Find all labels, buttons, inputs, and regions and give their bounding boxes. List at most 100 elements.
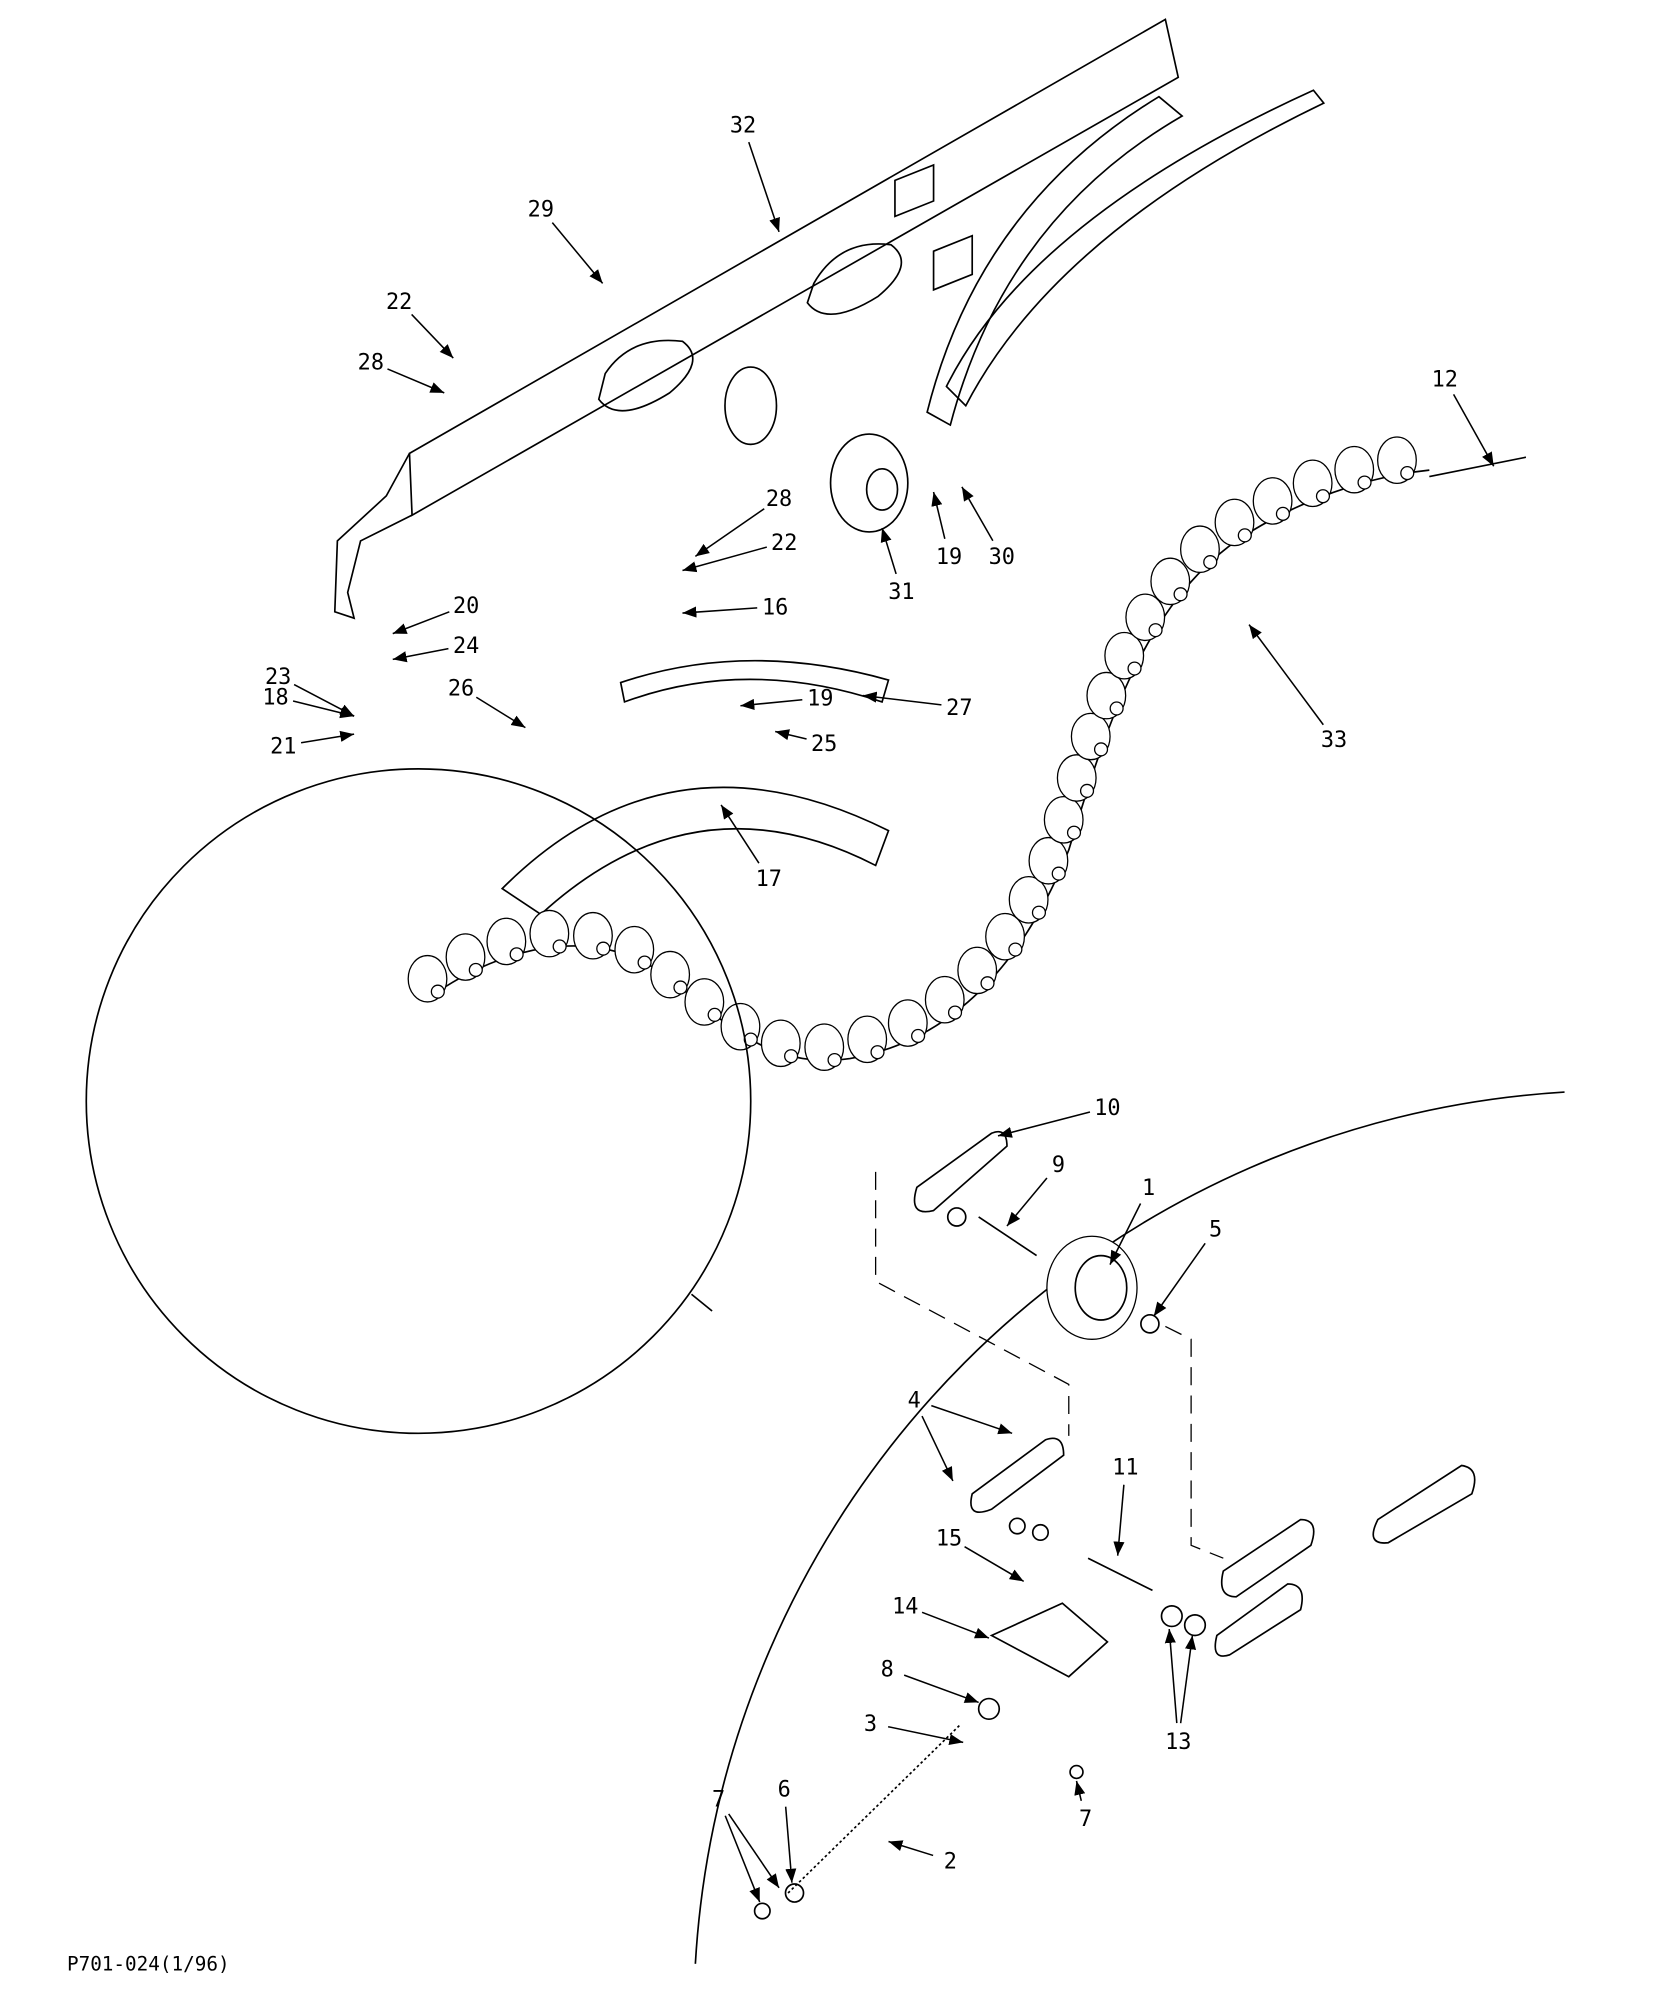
callout-number: 26 xyxy=(448,676,474,701)
callout-number: 16 xyxy=(762,595,788,620)
callout-19: 19 xyxy=(931,491,962,570)
leader-arrow xyxy=(961,486,994,542)
callout-number: 14 xyxy=(892,1595,918,1620)
leader-arrow xyxy=(475,696,526,729)
chain-pin xyxy=(1127,661,1142,676)
leader-arrow xyxy=(903,1674,979,1704)
leader-arrow xyxy=(392,611,450,635)
callout-number: 11 xyxy=(1112,1456,1138,1481)
chain-pin xyxy=(870,1045,885,1060)
callout-2: 2 xyxy=(888,1840,957,1875)
leader-arrow xyxy=(682,606,758,618)
detail-parts xyxy=(753,1130,1476,1920)
callout-31: 31 xyxy=(880,527,915,605)
leader-arrow xyxy=(392,647,449,663)
callout-29: 29 xyxy=(528,197,604,284)
bearing-flange xyxy=(829,433,909,533)
leader-arrow xyxy=(921,1611,990,1639)
callout-number: 27 xyxy=(946,696,972,721)
leader-arrow xyxy=(293,683,355,717)
leader-arrow xyxy=(720,804,760,864)
callout-1: 1 xyxy=(1109,1176,1155,1265)
callout-number: 32 xyxy=(730,114,756,139)
conveyor-frame xyxy=(333,18,1180,620)
callout-32: 32 xyxy=(730,114,780,233)
callout-28: 28 xyxy=(694,487,792,558)
callout-3: 3 xyxy=(864,1712,964,1745)
callout-number: 18 xyxy=(262,685,288,710)
chain-pin xyxy=(1400,465,1415,481)
chain-pin xyxy=(552,939,567,954)
leader-arrow xyxy=(551,222,604,284)
callout-number: 28 xyxy=(358,351,384,376)
callout-19: 19 xyxy=(740,687,833,712)
callout-number: 22 xyxy=(771,531,797,556)
callout-27: 27 xyxy=(862,691,973,721)
chain-pin xyxy=(1079,783,1095,798)
chain-pin xyxy=(1031,905,1047,920)
callout-number: 3 xyxy=(864,1712,877,1737)
chain-pin xyxy=(596,941,611,956)
callout-6: 6 xyxy=(778,1777,797,1883)
detail-circle-large xyxy=(694,1091,1565,1964)
leader-arrow xyxy=(724,1815,761,1903)
leader-arrow xyxy=(887,1725,964,1745)
callout-18: 18 xyxy=(262,685,355,719)
chain-pin xyxy=(509,947,524,962)
chain-pin xyxy=(1315,489,1331,504)
callout-22: 22 xyxy=(682,531,797,573)
callout-7: 7 xyxy=(1074,1780,1092,1832)
callout-21: 21 xyxy=(270,730,355,759)
leader-arrow xyxy=(964,1546,1025,1583)
leader-arrow xyxy=(292,700,355,719)
chain-pin xyxy=(1275,506,1290,521)
leader-arrow xyxy=(931,1404,1013,1435)
callout-10: 10 xyxy=(997,1096,1121,1138)
callout-number: 6 xyxy=(778,1777,791,1802)
callout-number: 30 xyxy=(989,545,1015,570)
callout-7: 7 xyxy=(712,1788,780,1903)
callout-5: 5 xyxy=(1153,1217,1222,1317)
chain-pin xyxy=(1237,528,1252,543)
callout-number: 19 xyxy=(936,545,962,570)
chain-pin xyxy=(1093,742,1109,757)
callout-12: 12 xyxy=(1432,367,1495,467)
chain-pin xyxy=(947,1005,963,1020)
leader-arrow xyxy=(1113,1484,1125,1556)
callout-15: 15 xyxy=(936,1526,1025,1583)
chain-pin xyxy=(637,955,652,970)
chain-pin xyxy=(1051,866,1066,881)
leader-arrow xyxy=(1164,1628,1178,1724)
chain-pin xyxy=(1203,555,1218,570)
leader-arrow xyxy=(387,368,445,394)
callout-number: 12 xyxy=(1432,367,1458,392)
chain-pin xyxy=(1109,701,1124,716)
callout-13: 13 xyxy=(1164,1628,1197,1755)
callout-number: 17 xyxy=(756,867,782,892)
callout-number: 21 xyxy=(270,734,296,759)
callout-number: 5 xyxy=(1209,1217,1222,1242)
leader-arrow xyxy=(694,508,765,558)
leader-arrow xyxy=(775,729,807,741)
drawing-code: P701-024(1/96) xyxy=(67,1952,230,1975)
leader-arrow xyxy=(888,1840,934,1857)
callout-16: 16 xyxy=(682,595,788,620)
leader-arrow xyxy=(880,527,897,575)
callout-33: 33 xyxy=(1248,624,1347,753)
leader-arrow xyxy=(682,546,768,573)
leader-arrow xyxy=(1109,1203,1142,1265)
curved-track xyxy=(500,89,1326,916)
callout-22: 22 xyxy=(386,290,454,359)
leader-arrow xyxy=(300,730,355,744)
leader-arrow xyxy=(1153,1242,1206,1317)
leader-arrow xyxy=(411,313,454,359)
callout-23: 23 xyxy=(265,665,355,717)
leader-arrow xyxy=(740,698,803,710)
chain-pin xyxy=(468,962,483,978)
chain-pin xyxy=(827,1052,842,1068)
callout-9: 9 xyxy=(1006,1153,1065,1227)
chain-pin xyxy=(1173,587,1188,602)
leader-arrow xyxy=(1248,624,1324,726)
callout-number: 9 xyxy=(1052,1153,1065,1178)
